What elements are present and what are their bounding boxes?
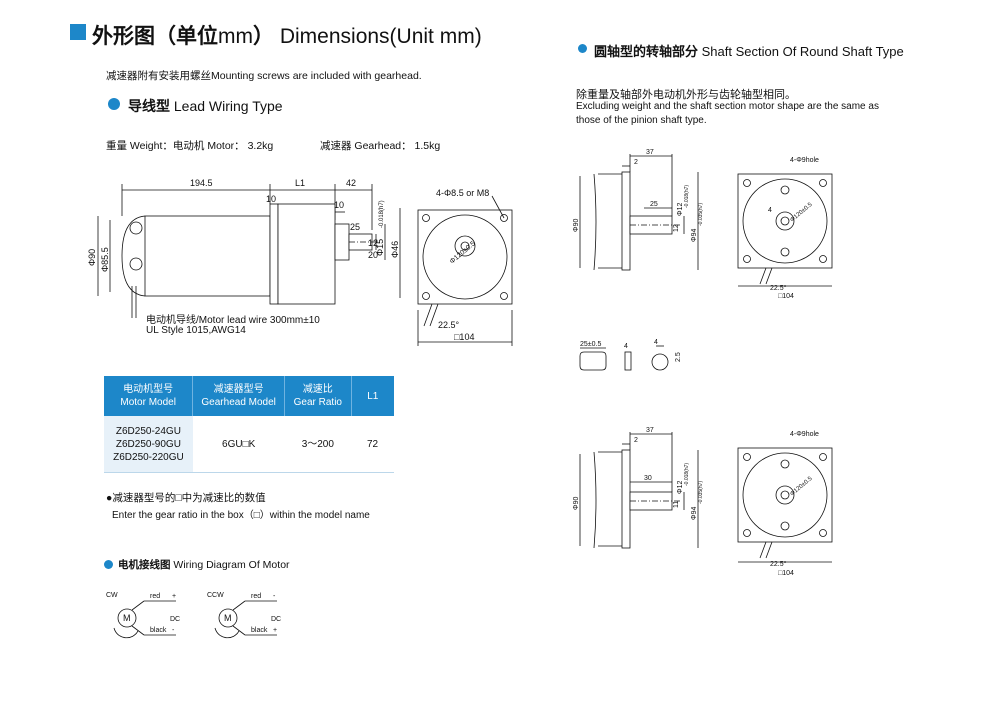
top-holes: 4-Φ9hole — [790, 157, 819, 164]
dim-12: 12 — [368, 238, 378, 248]
bottom-dim-2: 2 — [634, 437, 638, 444]
dim-phi85-5: Φ85.5 — [100, 247, 110, 272]
gear-note-en: Enter the gear ratio in the box（□）within… — [112, 510, 370, 521]
shaft-title: 圆轴型的转轴部分 Shaft Section Of Round Shaft Ty… — [594, 44, 904, 59]
dim-holes: 4-Φ8.5 or M8 — [436, 188, 489, 198]
bottom-dim-37: 37 — [646, 427, 654, 434]
top-dim-phi90: Φ90 — [573, 219, 580, 232]
shaft-bottom-front-view: 4-Φ9hole Φ120±0.5 22.5° □104 — [737, 431, 833, 577]
motor-models-cell: Z6D250-24GU Z6D250-90GU Z6D250-220GU — [104, 416, 193, 473]
cw-dc: DC — [170, 616, 180, 623]
dim-25: 25 — [350, 222, 360, 232]
wiring-title: 电机接线图 Wiring Diagram Of Motor — [118, 559, 290, 571]
wiring-bullet — [104, 560, 113, 569]
dim-20: 20 — [368, 250, 378, 260]
cw-red-sign: + — [172, 593, 176, 600]
top-dim-phi12: Φ12 — [677, 203, 684, 216]
lead-wiring-side-view: 194.5 L1 42 10 10 25 12 20 Φ90 Φ85.5 Φ15… — [87, 178, 401, 318]
gear-note-cn: ●减速器型号的□中为减速比的数值 — [106, 492, 266, 504]
dim-42: 42 — [346, 178, 356, 188]
key-dim-25: 25±0.5 — [580, 341, 601, 348]
bottom-angle: 22.5° — [770, 560, 787, 568]
top-dim-2: 2 — [634, 159, 638, 166]
key-dim-4b: 4 — [654, 339, 658, 346]
ccw-red: red — [251, 593, 261, 600]
cw-m: M — [123, 613, 131, 623]
dim-10a: 10 — [266, 194, 276, 204]
mounting-note: 减速器附有安装用螺丝Mounting screws are included w… — [106, 70, 422, 82]
bottom-dim-11: 11 — [673, 501, 680, 508]
title-marker — [70, 24, 86, 40]
shaft-note-en1: Excluding weight and the shaft section m… — [576, 101, 879, 112]
dim-phi90: Φ90 — [87, 249, 97, 266]
top-dim-25: 25 — [650, 201, 658, 208]
weight-motor: 重量 Weight：电动机 Motor： 3.2kg — [106, 140, 274, 152]
dim-194-5: 194.5 — [190, 178, 213, 188]
shaft-note-cn: 除重量及轴部外电动机外形与齿轮轴型相同。 — [576, 89, 796, 101]
cw-red: red — [150, 593, 160, 600]
cw-black: black — [150, 627, 167, 634]
ccw-m: M — [224, 613, 232, 623]
top-sq104: □104 — [778, 293, 794, 300]
ccw-dc: DC — [271, 616, 281, 623]
shaft-bullet — [578, 44, 587, 53]
l1-cell: 72 — [351, 416, 394, 473]
shaft-top-front-view: 4-Φ9hole 4 Φ120±0.5 22.5° □104 — [737, 157, 833, 300]
key-dim-2-5: 2.5 — [675, 352, 682, 362]
section-bullet — [108, 98, 120, 110]
dim-phi15-tol: -0.018(h7) — [379, 200, 385, 228]
gear-ratio-cell: 3～200 — [284, 416, 352, 473]
bottom-dim-phi90: Φ90 — [573, 497, 580, 510]
dim-angle: 22.5° — [438, 320, 460, 330]
bottom-holes: 4-Φ9hole — [790, 431, 819, 438]
cw-label: CW — [106, 592, 118, 599]
top-dim-phi94: Φ94 — [691, 229, 698, 242]
bottom-dim-phi12-tol: -0.018(h7) — [684, 463, 690, 486]
dim-phi46: Φ46 — [390, 241, 400, 258]
page-title: 外形图（单位mm） Dimensions(Unit mm) — [92, 25, 482, 48]
key-details: 25±0.5 4 4 2.5 — [579, 339, 682, 371]
bottom-dim-30: 30 — [644, 475, 652, 482]
dim-phi15: Φ15 — [375, 239, 385, 256]
lead-wire-note: 电动机导线/Motor lead wire 300mm±10 — [146, 315, 320, 326]
shaft-top-side-view: 37 2 25 12 Φ12 -0.018(h7) Φ94 -0.035(h7)… — [573, 149, 704, 271]
bottom-dim-phi94: Φ94 — [691, 507, 698, 520]
gearhead-model-cell: 6GU□K — [192, 416, 285, 473]
lead-wiring-title: 导线型 Lead Wiring Type — [128, 98, 283, 114]
dim-sq104: □104 — [454, 332, 474, 342]
key-dim-4: 4 — [624, 343, 628, 350]
top-dim-phi94-tol: -0.035(h7) — [698, 203, 704, 226]
ccw-black: black — [251, 627, 268, 634]
th-l1: L1 — [351, 376, 394, 416]
shaft-note-en2: those of the pinion shaft type. — [576, 115, 707, 126]
table-row: Z6D250-24GU Z6D250-90GU Z6D250-220GU 6GU… — [104, 416, 394, 473]
wiring-diagrams: CW M red + DC black - CCW M red - DC bla… — [106, 592, 281, 639]
ccw-label: CCW — [207, 592, 224, 599]
bottom-sq104: □104 — [778, 570, 794, 577]
ccw-red-sign: - — [273, 593, 276, 600]
bottom-dim-phi12: Φ12 — [677, 481, 684, 494]
top-angle: 22.5° — [770, 284, 787, 292]
weight-gearhead: 减速器 Gearhead： 1.5kg — [320, 140, 441, 152]
cw-black-sign: - — [172, 627, 175, 634]
top-dim-12: 12 — [673, 224, 680, 232]
ccw-black-sign: + — [273, 627, 277, 634]
top-dim-phi12-tol: -0.018(h7) — [684, 185, 690, 208]
top-four: 4 — [768, 207, 772, 214]
top-dim-37: 37 — [646, 149, 654, 156]
dim-10b: 10 — [334, 200, 344, 210]
lead-wiring-front-view: 4-Φ8.5 or M8 Φ120±0.5 22.5° □104 — [417, 188, 513, 346]
dim-l1: L1 — [295, 178, 305, 188]
bottom-dim-phi94-tol: -0.035(h7) — [698, 481, 704, 504]
ul-note: UL Style 1015,AWG14 — [146, 325, 246, 336]
shaft-bottom-side-view: 37 2 30 11 Φ12 -0.018(h7) Φ94 -0.035(h7)… — [573, 427, 704, 549]
